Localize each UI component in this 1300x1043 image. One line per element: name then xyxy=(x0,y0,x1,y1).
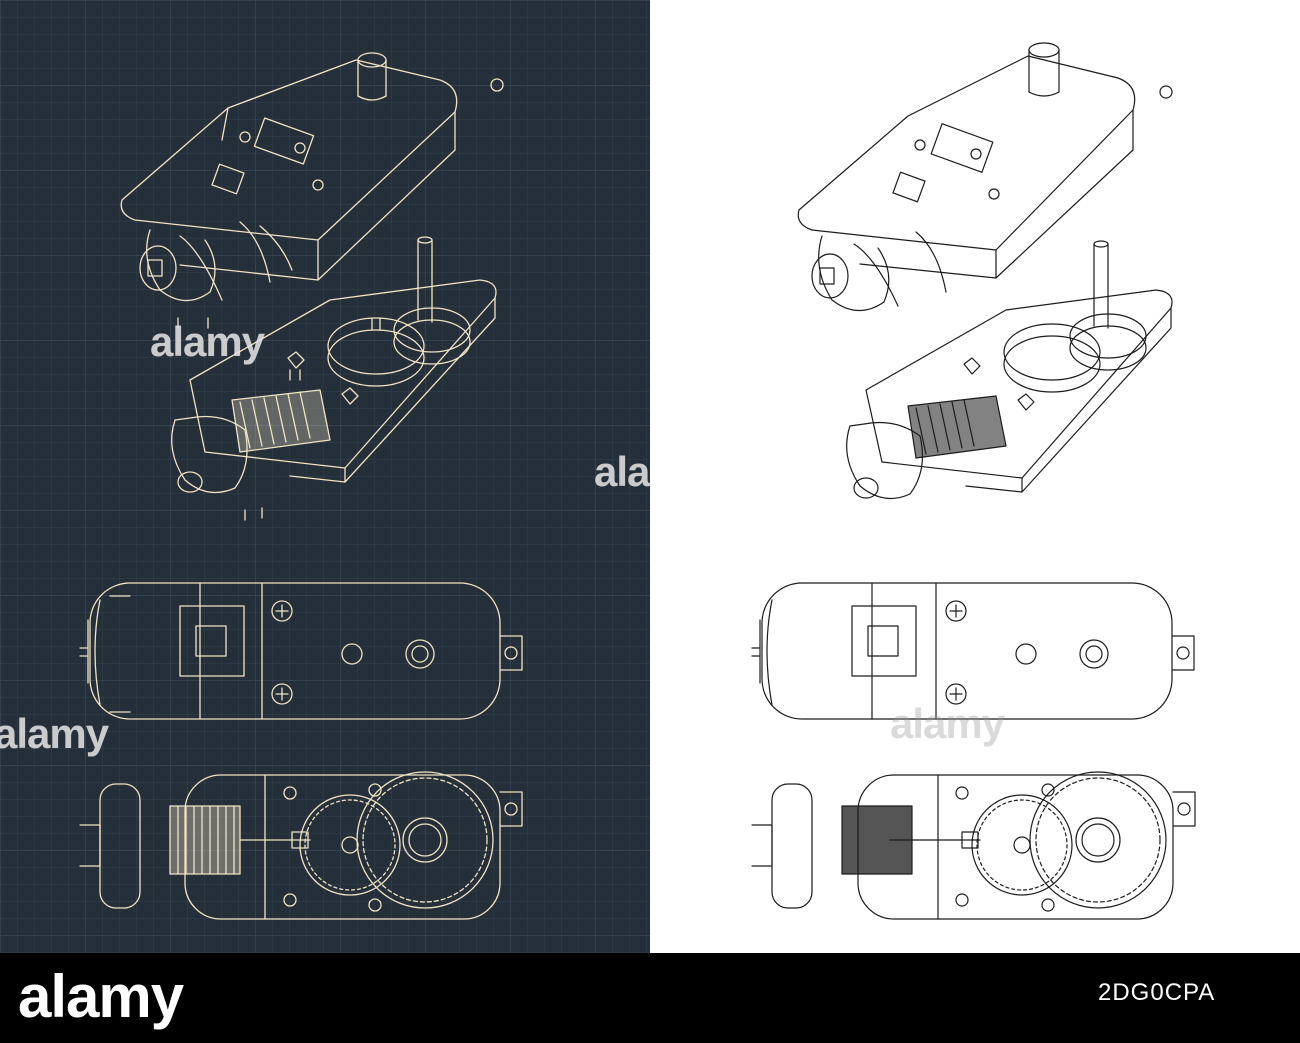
light-isometric-assembled xyxy=(797,42,1173,312)
watermark: alamy xyxy=(0,710,109,757)
dark-blueprint-panel: alamy alamy alamy xyxy=(0,0,709,953)
image-id-label: 2DG0CPA xyxy=(1098,979,1216,1006)
light-drawings xyxy=(751,42,1196,920)
dark-isometric-assembled xyxy=(120,52,504,329)
watermark: alamy xyxy=(890,700,1005,747)
dark-drawings xyxy=(79,52,523,920)
blueprint-grid xyxy=(0,0,650,953)
light-isometric-cutaway xyxy=(846,240,1173,500)
light-drawing-panel: alamy xyxy=(650,0,1300,953)
alamy-logo: alamy xyxy=(18,963,184,1030)
footer-bar: alamy 2DG0CPA xyxy=(0,953,1300,1043)
dark-top-view xyxy=(79,582,523,720)
watermark: alamy xyxy=(150,318,265,365)
light-section-view xyxy=(751,771,1196,920)
dark-isometric-cutaway xyxy=(171,236,497,521)
light-top-view xyxy=(751,582,1195,720)
dark-section-view xyxy=(79,771,523,920)
